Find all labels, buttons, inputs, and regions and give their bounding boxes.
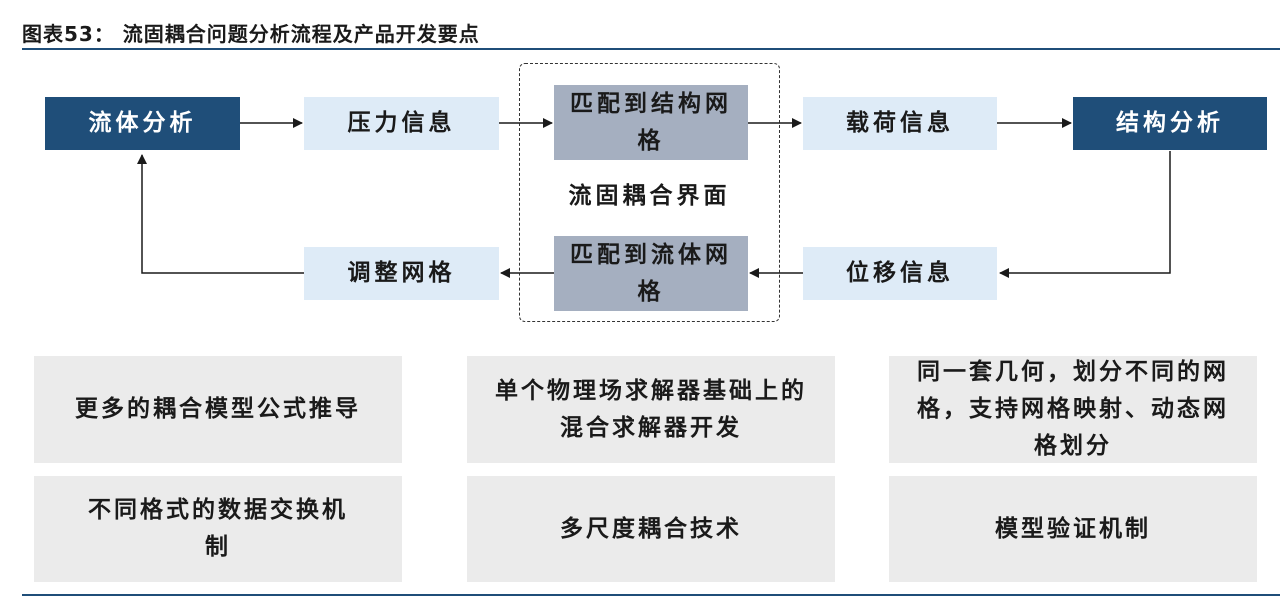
displacement-info-box: 位移信息 [803,247,997,300]
fluid-analysis-box: 流体分析 [45,97,240,150]
coupling-interface-label: 流固耦合界面 [568,183,731,209]
point-model-verification: 模型验证机制 [889,476,1257,582]
point-hybrid-solver: 单个物理场求解器基础上的混合求解器开发 [467,356,835,463]
pressure-info-box: 压力信息 [304,97,499,150]
map-to-structure-mesh-box: 匹配到结构网格 [554,85,748,160]
adjust-mesh-box: 调整网格 [304,247,499,300]
coupling-interface-region [519,63,780,322]
top-divider [22,48,1280,50]
map-to-fluid-mesh-box: 匹配到流体网格 [554,236,748,311]
structure-analysis-box: 结构分析 [1073,97,1267,150]
point-multiscale-coupling: 多尺度耦合技术 [467,476,835,582]
point-mesh-mapping: 同一套几何，划分不同的网格，支持网格映射、动态网格划分 [889,356,1257,463]
bottom-divider [22,594,1280,596]
arrow-structure-to-displacement [999,151,1171,278]
figure-title: 图表53： 流固耦合问题分析流程及产品开发要点 [22,22,480,46]
arrow-adjust-to-fluid [137,154,304,274]
load-info-box: 载荷信息 [803,97,997,150]
point-data-exchange: 不同格式的数据交换机制 [34,476,402,582]
point-coupling-model-formula: 更多的耦合模型公式推导 [34,356,402,463]
